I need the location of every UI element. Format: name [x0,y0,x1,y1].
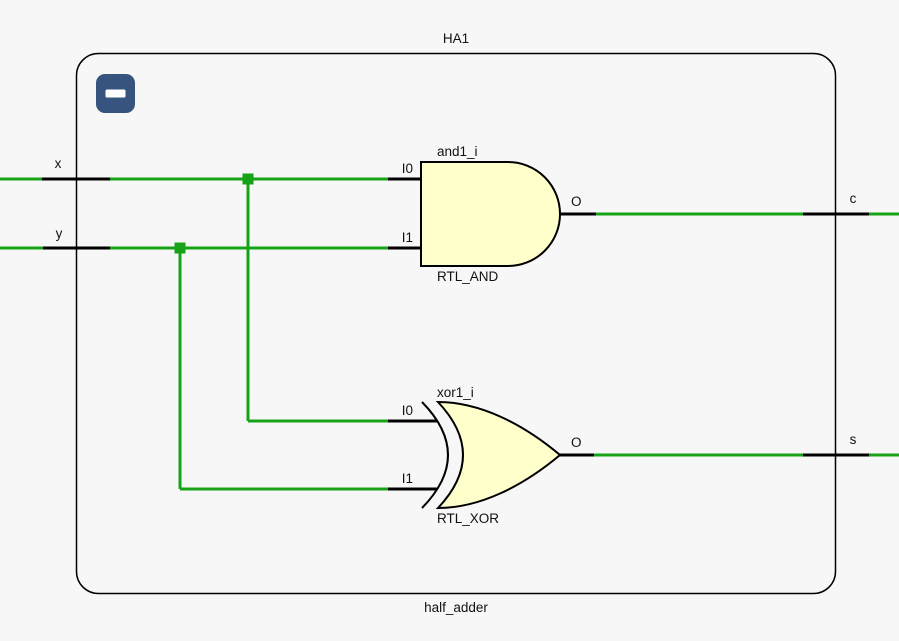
module-boundary-box[interactable] [75,52,837,595]
net-y[interactable] [0,242,389,491]
collapse-minus-icon [105,89,126,98]
port-c-label[interactable]: c [850,191,857,206]
xor-gate-pin-o-label[interactable]: O [571,435,582,450]
port-s-label[interactable]: s [850,432,857,447]
and-gate-instance-label[interactable]: and1_i [437,144,478,159]
xor-gate-cell[interactable]: xor1_i RTL_XOR I0 I1 O [388,385,594,526]
collapse-button[interactable] [96,74,135,113]
module-type-label: half_adder [424,600,488,615]
net-x[interactable] [0,173,389,423]
and-gate-pin-i0-label[interactable]: I0 [402,161,413,176]
and-gate-shape[interactable] [420,161,562,267]
port-y-label[interactable]: y [56,226,63,241]
xor-gate-shape[interactable] [435,400,562,510]
module-instance-label[interactable]: HA1 [443,31,469,46]
xor-gate-instance-label[interactable]: xor1_i [437,385,474,400]
port-x-label[interactable]: x [55,156,62,171]
and-gate-type-label: RTL_AND [437,269,499,284]
net-x-junction-dot[interactable] [242,173,254,185]
xor-gate-pin-i0-label[interactable]: I0 [402,403,413,418]
net-y-junction-dot[interactable] [174,242,186,254]
and-gate-pin-i1-label[interactable]: I1 [402,230,413,245]
and-gate-pin-o-label[interactable]: O [571,194,582,209]
xor-gate-type-label: RTL_XOR [437,511,499,526]
xor-gate-back-arc [421,401,449,509]
and-gate-cell[interactable]: and1_i RTL_AND I0 I1 O [388,144,596,284]
xor-gate-pin-i1-label[interactable]: I1 [402,471,413,486]
